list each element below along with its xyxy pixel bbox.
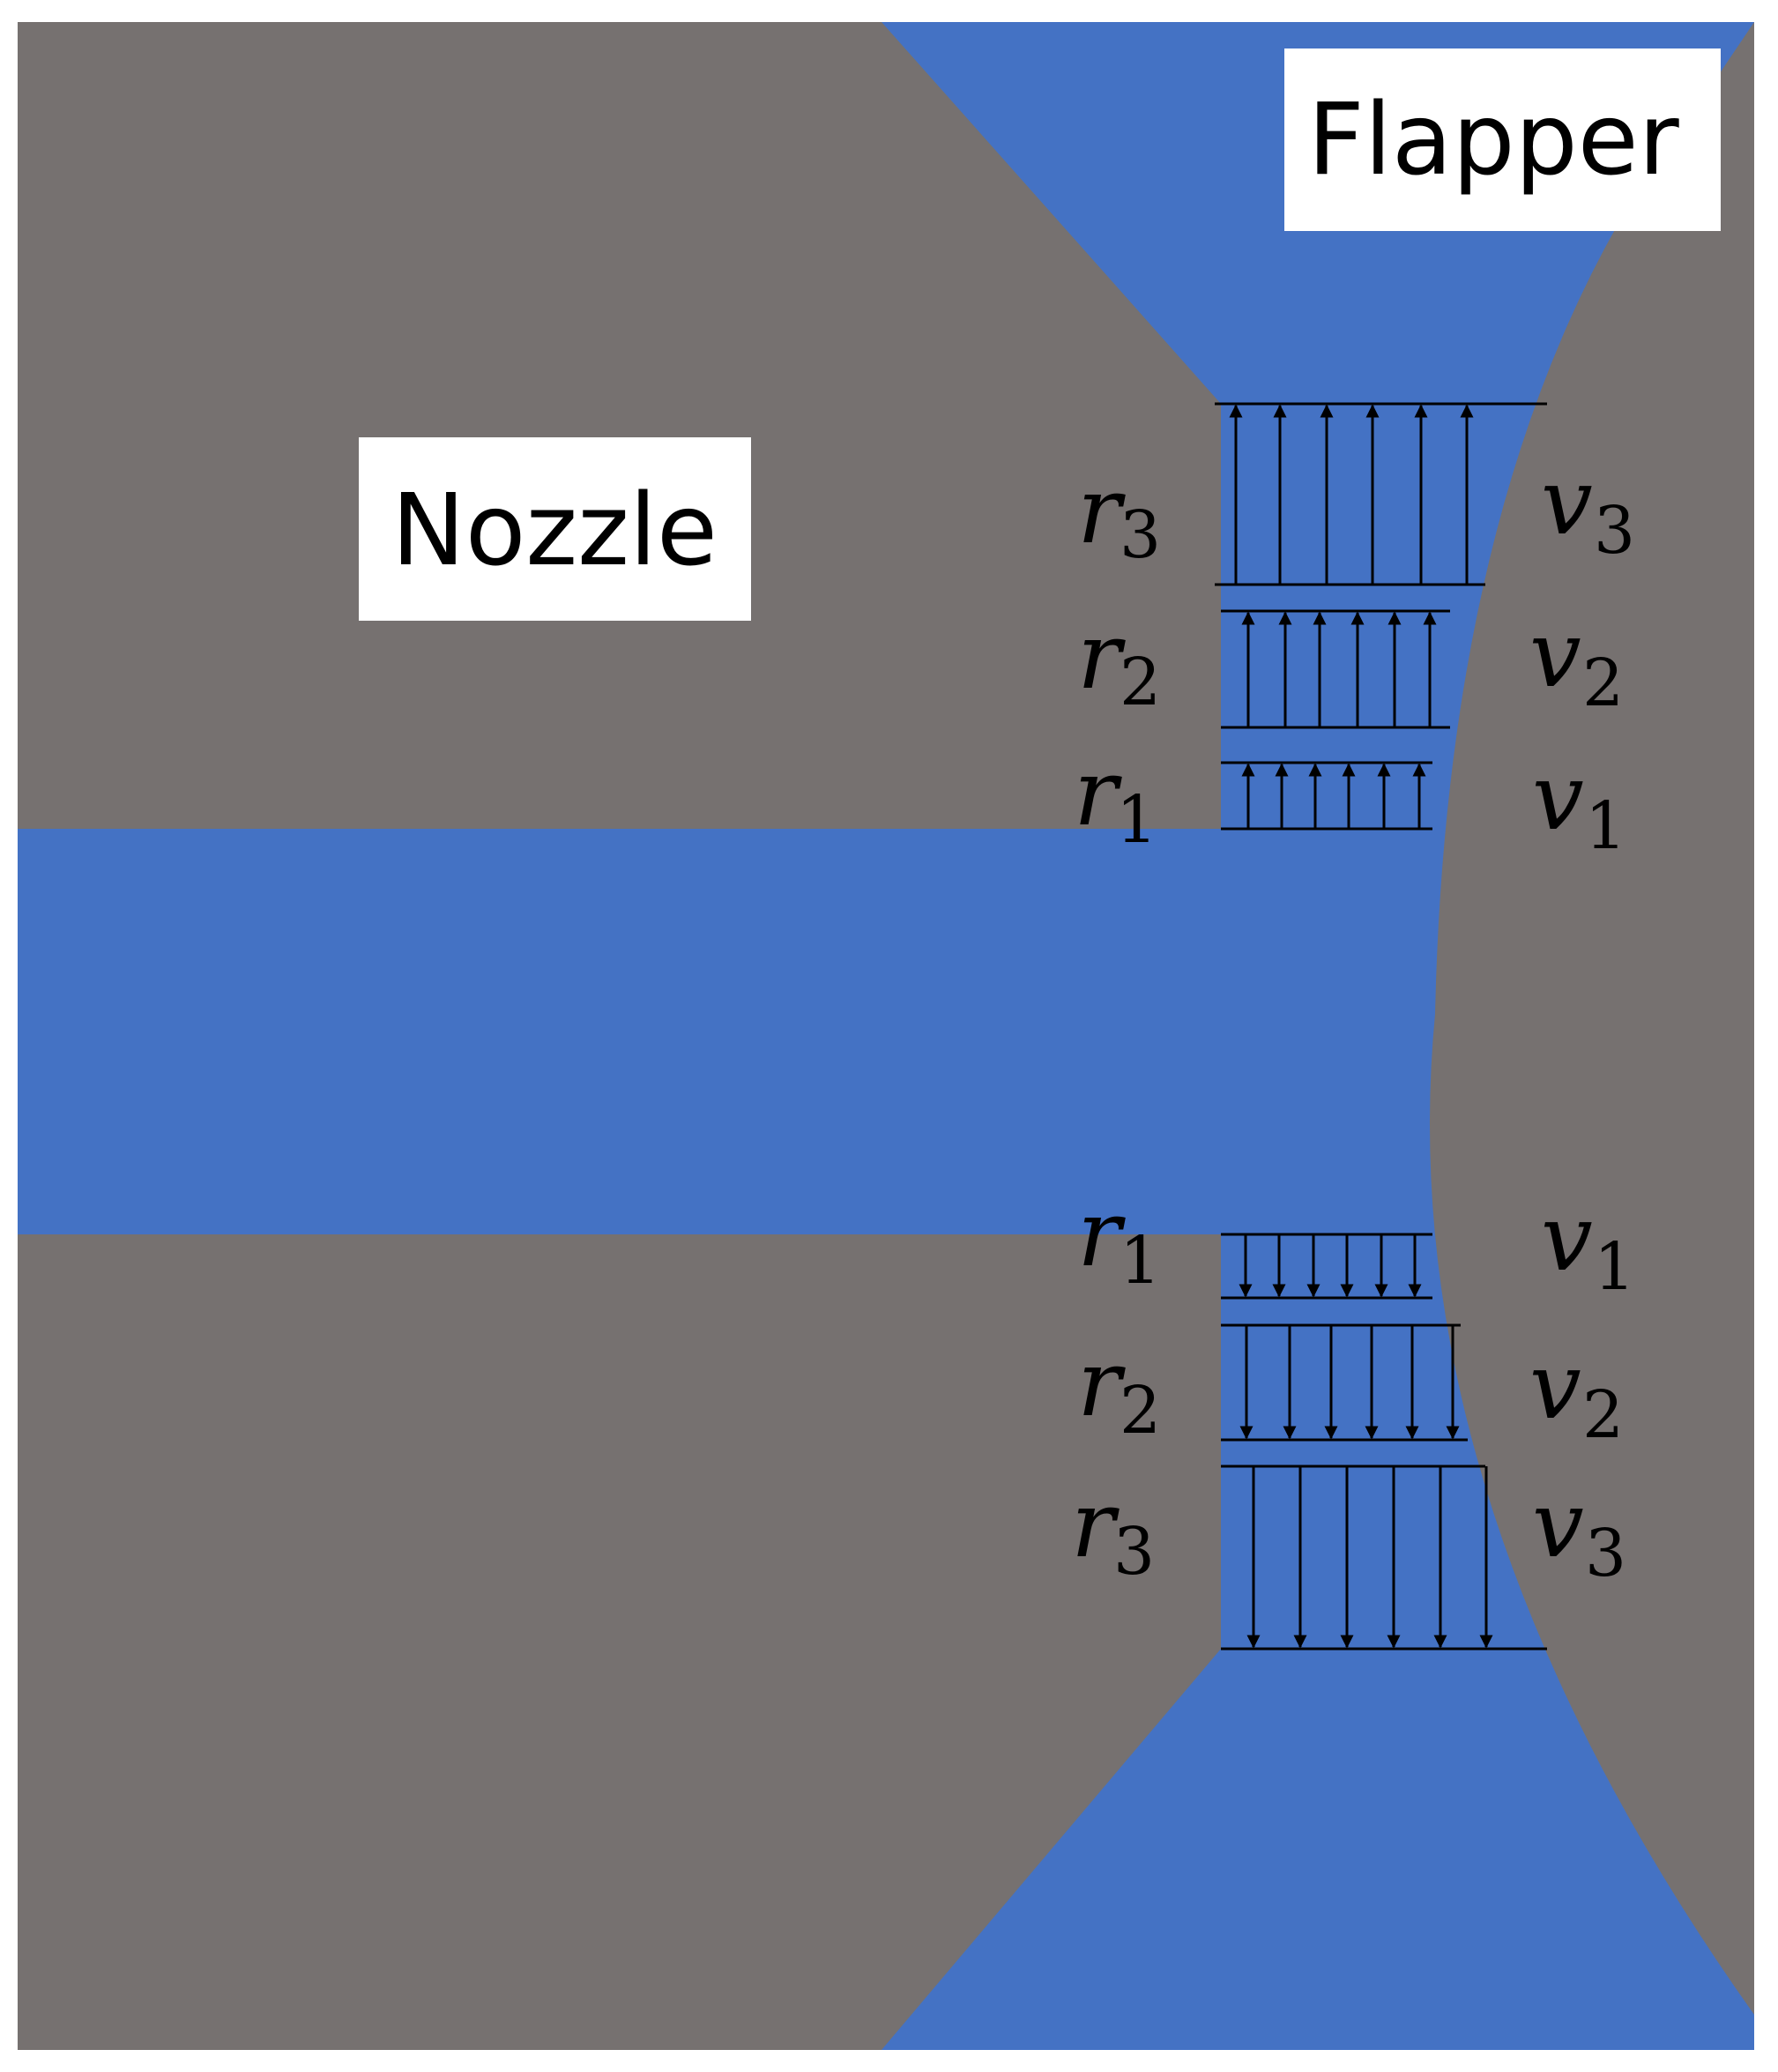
upper-profile-r2 [1221, 609, 1450, 729]
lower-r1-label: r 1 [1077, 1180, 1161, 1299]
svg-text:1: 1 [1594, 1229, 1635, 1305]
lower-v3-label: v 3 [1532, 1471, 1626, 1591]
svg-text:v: v [1529, 1332, 1581, 1440]
svg-text:2: 2 [1582, 645, 1624, 721]
upper-r3-label: r 3 [1077, 457, 1161, 573]
svg-text:r: r [1077, 457, 1126, 564]
svg-text:3: 3 [1113, 1514, 1155, 1590]
upper-profile-r1 [1221, 761, 1432, 831]
svg-text:v: v [1532, 743, 1584, 851]
svg-text:r: r [1077, 1330, 1126, 1437]
svg-text:3: 3 [1120, 497, 1161, 573]
svg-text:1: 1 [1120, 1223, 1161, 1299]
upper-r1-label: r 1 [1074, 739, 1157, 858]
flapper-body [1429, 22, 1754, 2015]
svg-text:2: 2 [1120, 645, 1161, 720]
svg-text:r: r [1071, 1471, 1120, 1578]
lower-profile-r1 [1221, 1233, 1432, 1300]
upper-v2-label: v 2 [1529, 600, 1624, 721]
svg-text:3: 3 [1585, 1516, 1626, 1591]
svg-text:v: v [1541, 448, 1593, 555]
lower-r2-label: r 2 [1077, 1330, 1161, 1449]
nozzle-label: Nozzle [391, 473, 718, 588]
lower-v2-label: v 2 [1529, 1332, 1624, 1453]
lower-profile-r3 [1221, 1465, 1547, 1651]
svg-text:v: v [1532, 1471, 1584, 1578]
svg-text:2: 2 [1120, 1373, 1161, 1449]
svg-text:v: v [1529, 600, 1581, 708]
nozzle-lower-body [18, 1234, 1221, 2050]
upper-r2-label: r 2 [1077, 602, 1161, 720]
svg-text:1: 1 [1585, 788, 1626, 864]
svg-text:2: 2 [1582, 1377, 1624, 1453]
upper-profile-r3 [1215, 402, 1547, 586]
nozzle-upper-body [18, 22, 1221, 829]
svg-text:r: r [1077, 1180, 1126, 1287]
flapper-label-box [1284, 48, 1721, 231]
svg-text:1: 1 [1116, 782, 1157, 858]
upper-v3-label: v 3 [1541, 448, 1635, 569]
velocity-profiles [1215, 402, 1547, 1651]
svg-text:r: r [1077, 602, 1126, 710]
lower-r3-label: r 3 [1071, 1471, 1155, 1590]
svg-text:v: v [1541, 1184, 1593, 1292]
lower-v1-label: v 1 [1541, 1184, 1635, 1305]
flapper-label: Flapper [1307, 83, 1679, 198]
lower-profile-r2 [1221, 1323, 1468, 1442]
nozzle-label-box [359, 437, 751, 621]
svg-text:3: 3 [1594, 493, 1635, 569]
upper-v1-label: v 1 [1532, 743, 1626, 864]
svg-text:r: r [1074, 739, 1122, 846]
